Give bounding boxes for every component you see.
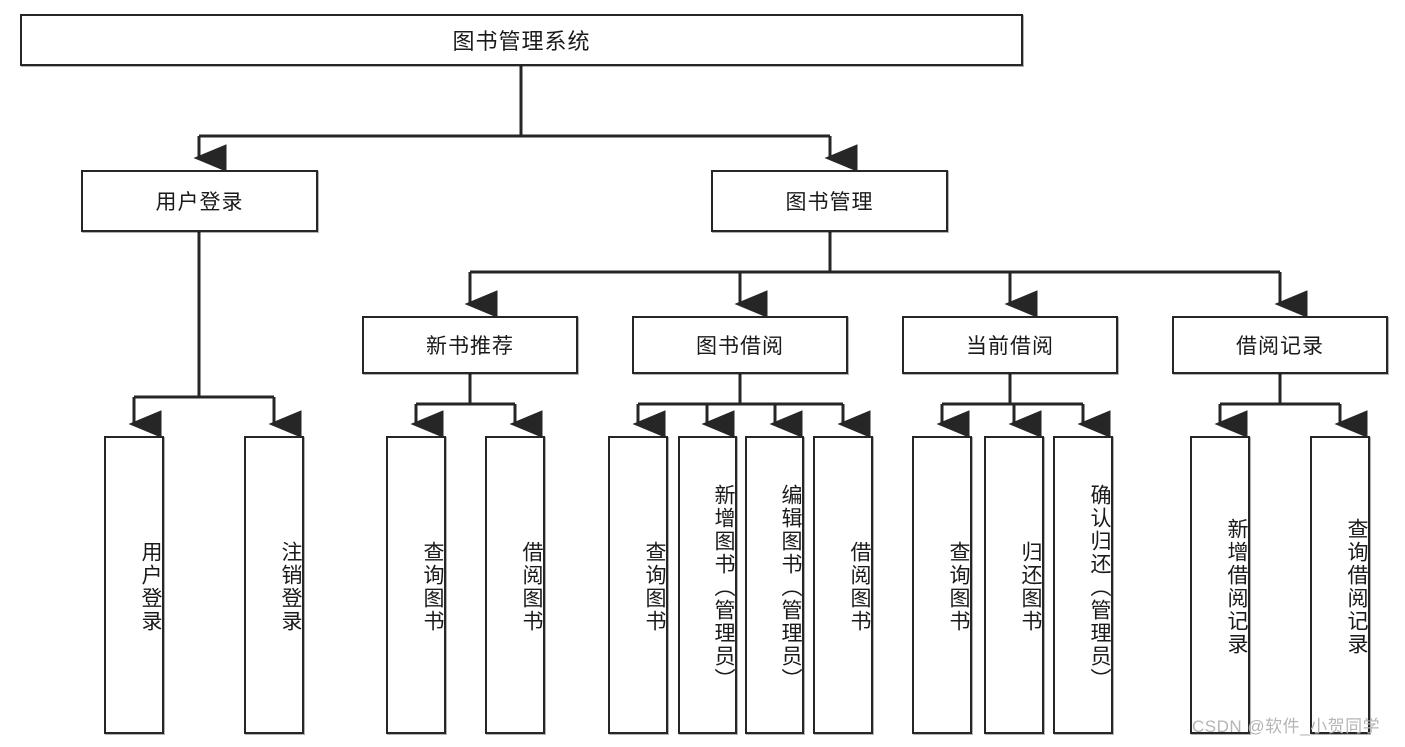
- node-leaf-query-book-3[interactable]: 查询图书: [912, 436, 972, 734]
- node-new-book-rec[interactable]: 新书推荐: [362, 316, 578, 374]
- node-new-book-rec-label: 新书推荐: [426, 335, 514, 358]
- node-current-borrow-label: 当前借阅: [966, 335, 1054, 358]
- node-borrow-record-label: 借阅记录: [1236, 335, 1324, 358]
- node-leaf-edit-book[interactable]: 编辑图书（管理员）: [745, 436, 804, 734]
- node-user-login[interactable]: 用户登录: [81, 170, 318, 232]
- node-leaf-query-record[interactable]: 查询借阅记录: [1310, 436, 1370, 734]
- node-current-borrow[interactable]: 当前借阅: [902, 316, 1118, 374]
- node-leaf-add-record[interactable]: 新增借阅记录: [1190, 436, 1250, 734]
- watermark: CSDN @软件_小贺同学: [1192, 717, 1381, 736]
- node-leaf-edit-book-label: 编辑图书（管理员）: [779, 483, 802, 691]
- node-user-login-label: 用户登录: [155, 191, 244, 214]
- node-leaf-borrow-book-1-label: 借阅图书: [520, 541, 543, 633]
- node-book-manage[interactable]: 图书管理: [711, 170, 948, 232]
- node-leaf-query-book-3-label: 查询图书: [947, 541, 970, 633]
- node-leaf-user-login-label: 用户登录: [139, 541, 162, 633]
- node-leaf-query-book-1[interactable]: 查询图书: [386, 436, 446, 734]
- node-leaf-return-book[interactable]: 归还图书: [984, 436, 1044, 734]
- node-leaf-logout-label: 注销登录: [279, 541, 302, 633]
- node-leaf-query-book-1-label: 查询图书: [421, 541, 444, 633]
- node-leaf-return-book-label: 归还图书: [1019, 541, 1042, 633]
- node-book-manage-label: 图书管理: [785, 191, 874, 214]
- node-leaf-query-book-2[interactable]: 查询图书: [608, 436, 668, 734]
- node-leaf-user-login[interactable]: 用户登录: [104, 436, 164, 734]
- node-leaf-add-book-label: 新增图书（管理员）: [712, 483, 735, 691]
- node-borrow-record[interactable]: 借阅记录: [1172, 316, 1388, 374]
- node-root-title[interactable]: 图书管理系统: [20, 14, 1023, 66]
- node-leaf-add-book[interactable]: 新增图书（管理员）: [678, 436, 737, 734]
- node-root-label: 图书管理系统: [452, 29, 591, 54]
- node-leaf-confirm-return-label: 确认归还（管理员）: [1088, 483, 1111, 691]
- node-leaf-add-record-label: 新增借阅记录: [1225, 518, 1248, 656]
- node-book-borrow[interactable]: 图书借阅: [632, 316, 848, 374]
- node-leaf-borrow-book-1[interactable]: 借阅图书: [485, 436, 545, 734]
- node-leaf-query-book-2-label: 查询图书: [643, 541, 666, 633]
- node-leaf-query-record-label: 查询借阅记录: [1345, 518, 1368, 656]
- node-leaf-borrow-book-2-label: 借阅图书: [848, 541, 871, 633]
- node-leaf-logout[interactable]: 注销登录: [244, 436, 304, 734]
- node-book-borrow-label: 图书借阅: [696, 335, 784, 358]
- node-leaf-confirm-return[interactable]: 确认归还（管理员）: [1053, 436, 1113, 734]
- node-leaf-borrow-book-2[interactable]: 借阅图书: [813, 436, 873, 734]
